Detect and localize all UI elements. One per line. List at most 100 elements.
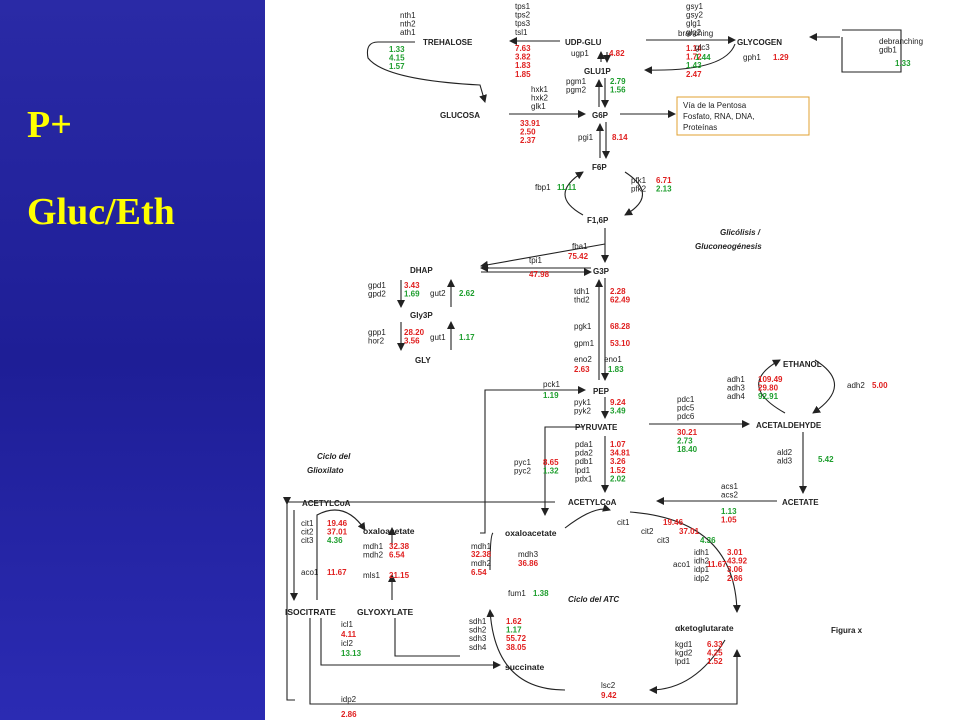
gene-value: 2.37 — [520, 136, 536, 145]
gene-value: 4.36 — [327, 536, 343, 545]
gene-name: acs2 — [721, 491, 738, 500]
gene-value: 2.86 — [341, 710, 357, 719]
gene-value: 2.73 — [677, 437, 693, 446]
gene-value: 37.01 — [679, 527, 700, 536]
gene-name: fbp1 — [535, 183, 551, 192]
arc-tca-left — [489, 532, 494, 571]
left-panel: P+ Gluc/Eth — [0, 0, 265, 720]
arrow-isocitrate-succinate — [320, 618, 501, 669]
gene-name: tpi1 — [529, 256, 542, 265]
gene-value: 34.81 — [610, 449, 631, 458]
panel-title: P+ — [27, 104, 72, 146]
metabolite-pep: PEP — [593, 387, 610, 396]
metabolite-gly3p: Gly3P — [410, 311, 433, 320]
gene-name: sdh4 — [469, 643, 487, 652]
gene-name: fum1 — [508, 589, 526, 598]
metabolite-ethanol: ETHANOL — [783, 360, 822, 369]
metabolite-glycogen: GLYCOGEN — [737, 38, 782, 47]
gene-name: thd2 — [574, 296, 590, 305]
gene-name: tsl1 — [515, 28, 528, 37]
gene-value: 55.72 — [506, 634, 527, 643]
gene-name: nth2 — [400, 20, 416, 29]
gene-name: pyk1 — [574, 398, 591, 407]
ppp-box — [676, 96, 810, 136]
gene-value: 4.15 — [389, 54, 405, 63]
gene-name: eno2 — [574, 355, 592, 364]
gene-value: 1.05 — [721, 516, 737, 525]
gene-name: pdb1 — [575, 457, 593, 466]
gene-name: icl2 — [341, 639, 354, 648]
gene-name: pgk1 — [574, 322, 592, 331]
gene-name: aco1 — [673, 560, 691, 569]
gene-name: tdh1 — [574, 287, 590, 296]
gene-value: 1.33 — [389, 45, 405, 54]
gene-name: pgi1 — [578, 133, 594, 142]
gene-value: 43.92 — [727, 557, 748, 566]
gene-value: 1.43 — [686, 61, 702, 70]
gene-value: 3.56 — [404, 337, 420, 346]
gene-name: sdh3 — [469, 634, 487, 643]
gene-value: 28.20 — [404, 328, 425, 337]
gene-value: 6.33 — [707, 640, 723, 649]
arc-tca-bottom-right — [649, 639, 726, 694]
gene-name: glk1 — [531, 102, 546, 111]
metabolite-pyruvate: PYRUVATE — [575, 423, 618, 432]
gene-name: mdh2 — [363, 551, 384, 560]
gene-name: mdh1 — [363, 542, 384, 551]
gene-value: 6.71 — [656, 176, 672, 185]
gene-value: 6.54 — [389, 551, 405, 560]
gene-name: nth1 — [400, 11, 416, 20]
gene-value: 2.86 — [727, 574, 743, 583]
arrow-oaa-pep — [480, 386, 586, 534]
gene-value: 2.79 — [610, 77, 626, 86]
gene-groups: nth1nth2ath11.334.151.57tps1tps2tps3tsl1… — [301, 2, 923, 719]
gene-value: 8.65 — [543, 458, 559, 467]
gene-value: 1.83 — [515, 61, 531, 70]
gene-value: 1.69 — [404, 290, 420, 299]
gene-value: 2.63 — [574, 365, 590, 374]
gene-value: 3.26 — [610, 457, 626, 466]
metabolite-succinate: succinate — [505, 662, 544, 672]
ppp-line-1: Vía de la Pentosa — [683, 101, 747, 110]
gene-value: 38.05 — [506, 643, 527, 652]
gene-name: branching — [678, 29, 713, 38]
gene-value: 2.02 — [610, 474, 626, 483]
metabolite-acetate: ACETATE — [782, 498, 819, 507]
gene-name: mdh2 — [471, 559, 492, 568]
gene-name: tps1 — [515, 2, 531, 11]
gene-name: pdc5 — [677, 404, 695, 413]
gene-value: 3.49 — [610, 407, 626, 416]
gene-value: 47.98 — [529, 270, 550, 279]
gene-name: pfk1 — [631, 176, 647, 185]
gene-value: 9.24 — [610, 398, 626, 407]
gene-value: 32.38 — [389, 542, 410, 551]
gene-name: acs1 — [721, 482, 738, 491]
gene-name: pdx1 — [575, 474, 593, 483]
metabolite-oxaloacetate-tca: oxaloacetate — [505, 528, 557, 538]
gene-value: 11.11 — [557, 183, 577, 192]
gene-value: 19.46 — [663, 518, 684, 527]
gene-value: 1.52 — [707, 657, 723, 666]
gene-value: 19.46 — [327, 519, 348, 528]
gene-name: idh1 — [694, 548, 710, 557]
gene-name: hxk1 — [531, 85, 548, 94]
gene-value: 1.19 — [543, 391, 559, 400]
gene-value: 1.56 — [610, 86, 626, 95]
gene-name: fba1 — [572, 242, 588, 251]
gene-name: hor2 — [368, 337, 385, 346]
gene-value: 21.15 — [389, 571, 410, 580]
gene-value: 1.52 — [610, 466, 626, 475]
gene-value: 3.06 — [727, 565, 743, 574]
arc-tca-bottom-left — [486, 609, 566, 691]
gene-name: pyk2 — [574, 407, 591, 416]
gene-name: gpd1 — [368, 281, 386, 290]
pathway-svg: Vía de la Pentosa Fosfato, RNA, DNA, Pro… — [283, 2, 923, 719]
gene-name: tps2 — [515, 11, 531, 20]
gene-name: lsc2 — [601, 681, 616, 690]
arc-tca-right — [629, 511, 741, 613]
line-icl — [394, 618, 460, 657]
gene-name: gsy1 — [686, 2, 703, 11]
gene-name: tps3 — [515, 19, 531, 28]
gene-value: 3.43 — [404, 281, 420, 290]
arrow-f16p-dhap — [480, 243, 606, 269]
